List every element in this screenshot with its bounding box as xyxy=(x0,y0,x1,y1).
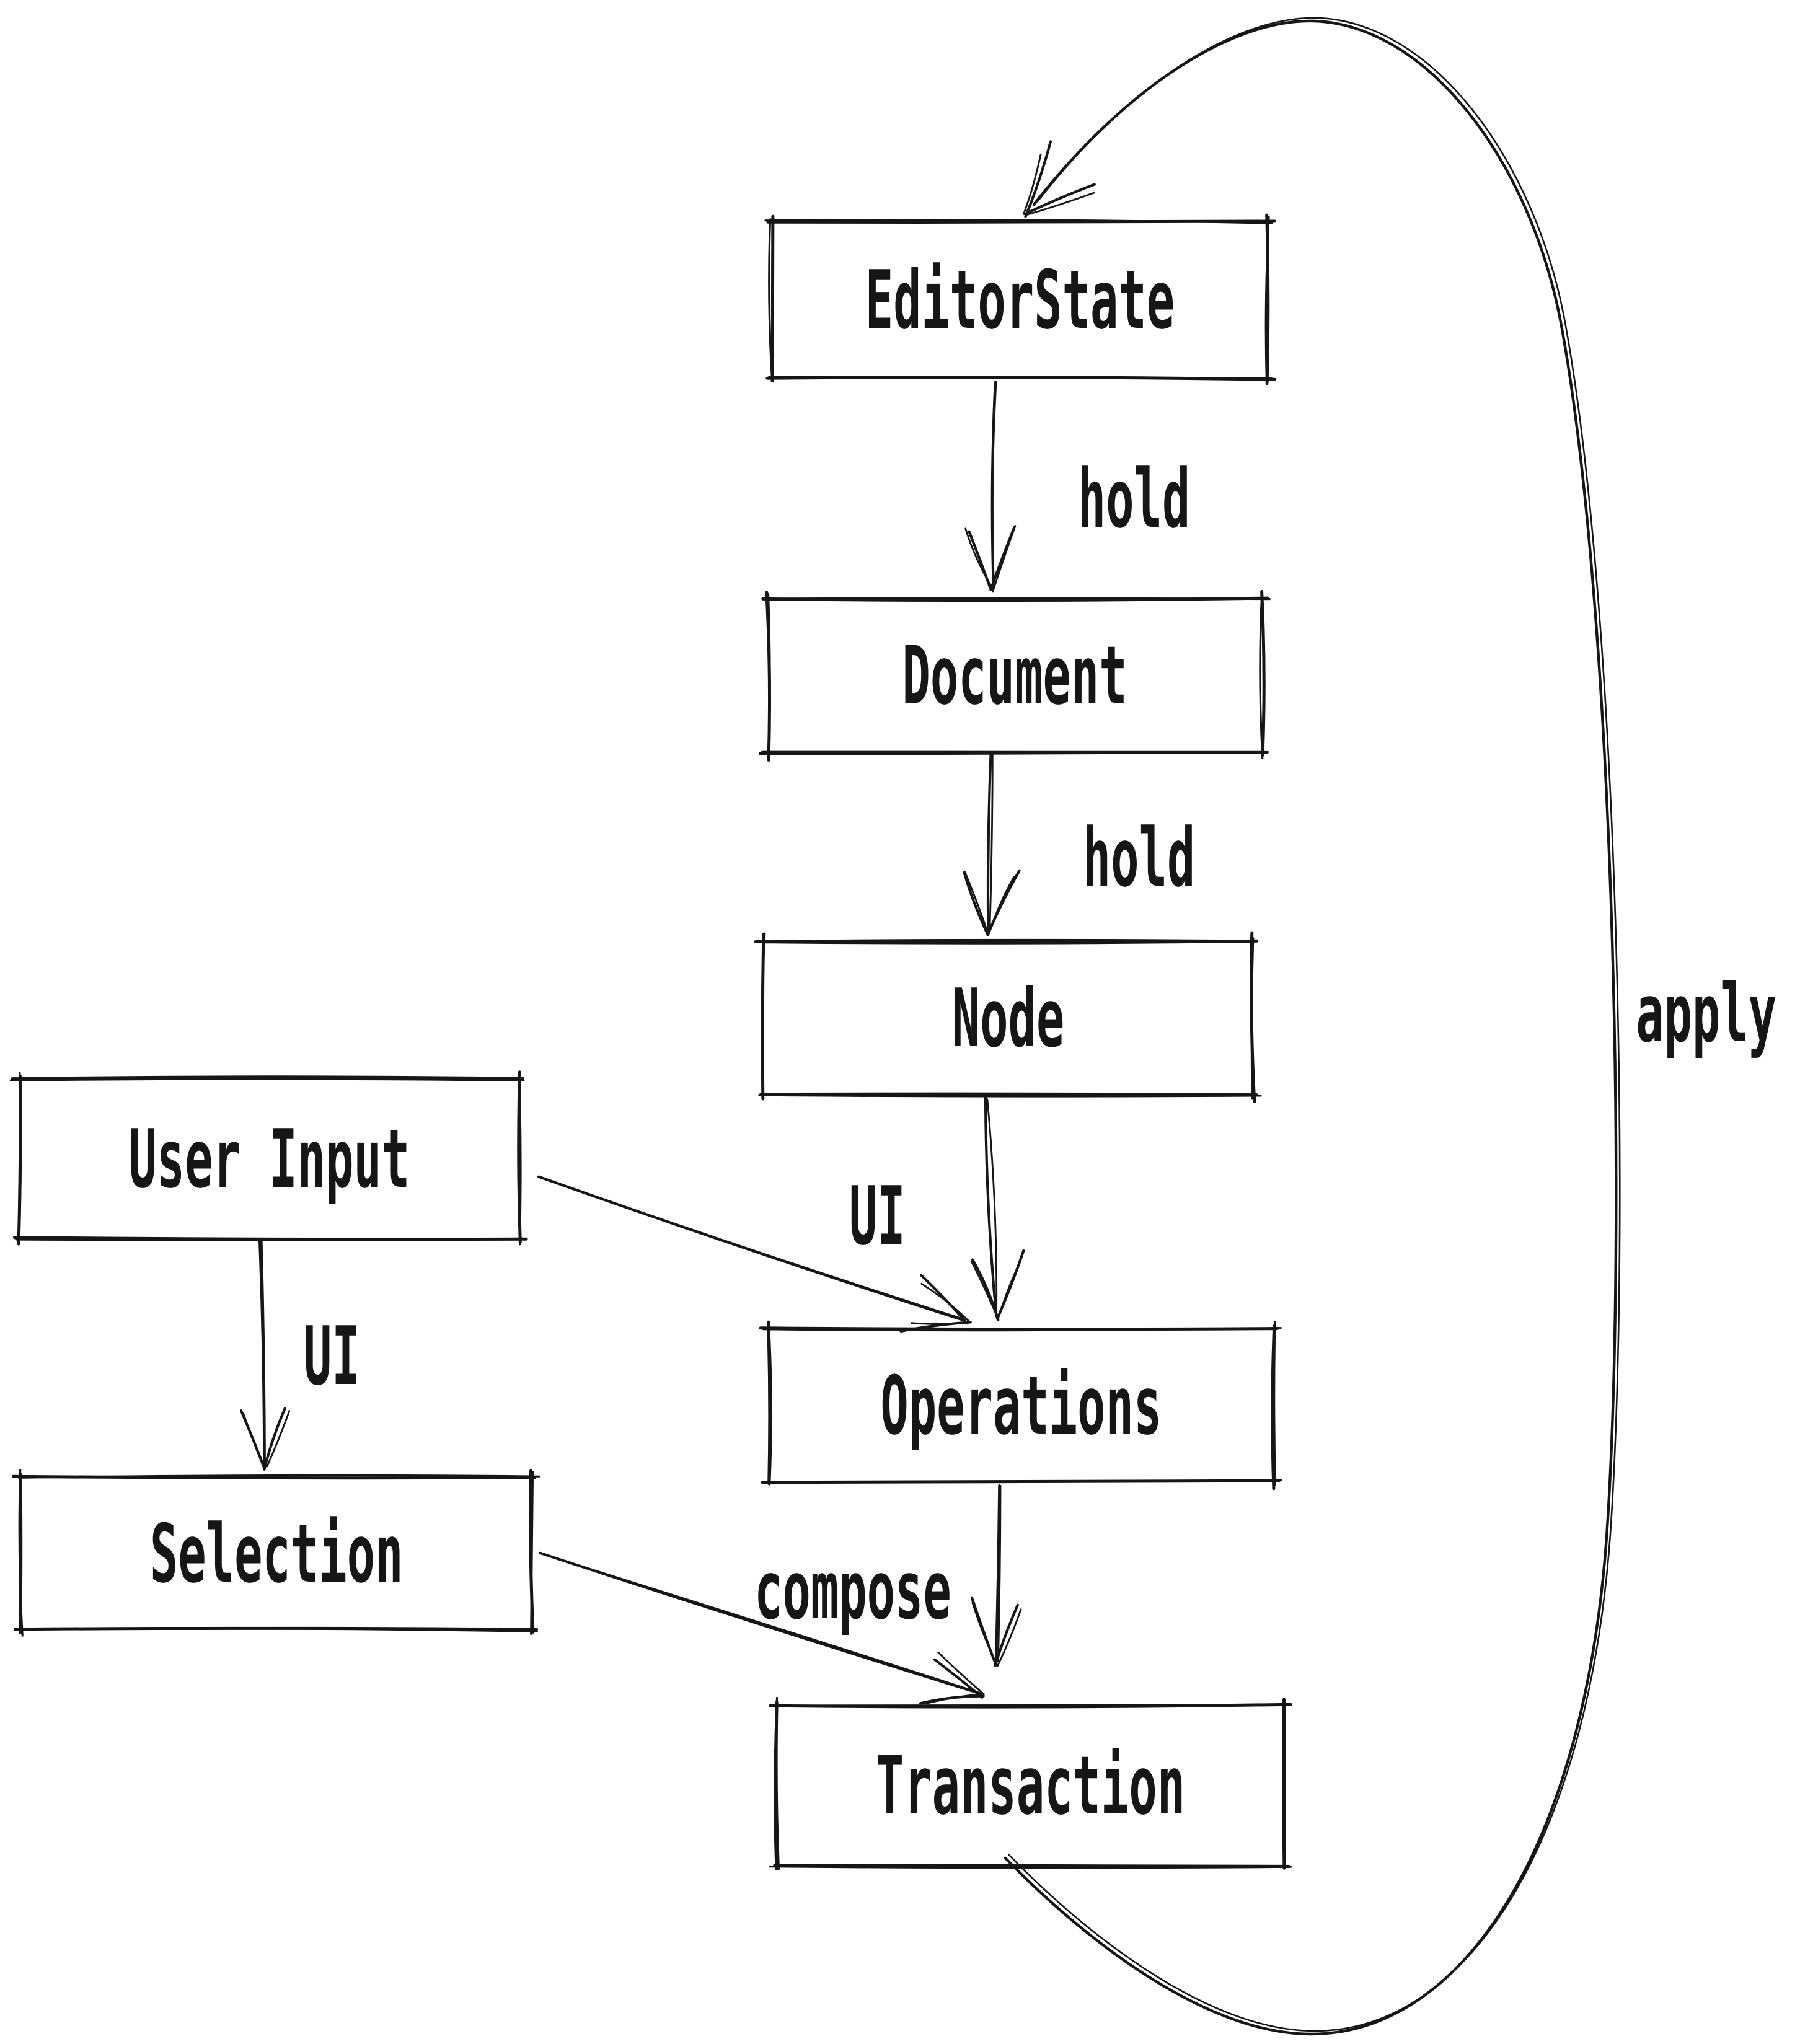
arrow-node-operations xyxy=(970,1096,1025,1321)
box-node xyxy=(754,931,1262,1103)
box-transaction xyxy=(769,1696,1292,1870)
arrow-userinput-operations xyxy=(537,1175,972,1333)
arrow-userinput-selection xyxy=(239,1240,291,1471)
arrow-document-node xyxy=(963,754,1021,936)
arrow-selection-transaction xyxy=(539,1551,985,1705)
arrow-transaction-editorstate xyxy=(1004,17,1621,2036)
arrow-editorstate-document xyxy=(964,381,1017,593)
box-editorstate xyxy=(764,213,1277,385)
box-operations xyxy=(759,1320,1282,1491)
box-user-input xyxy=(9,1070,528,1246)
box-selection xyxy=(12,1468,540,1637)
arrow-operations-transaction xyxy=(970,1484,1022,1667)
box-document xyxy=(758,590,1271,762)
